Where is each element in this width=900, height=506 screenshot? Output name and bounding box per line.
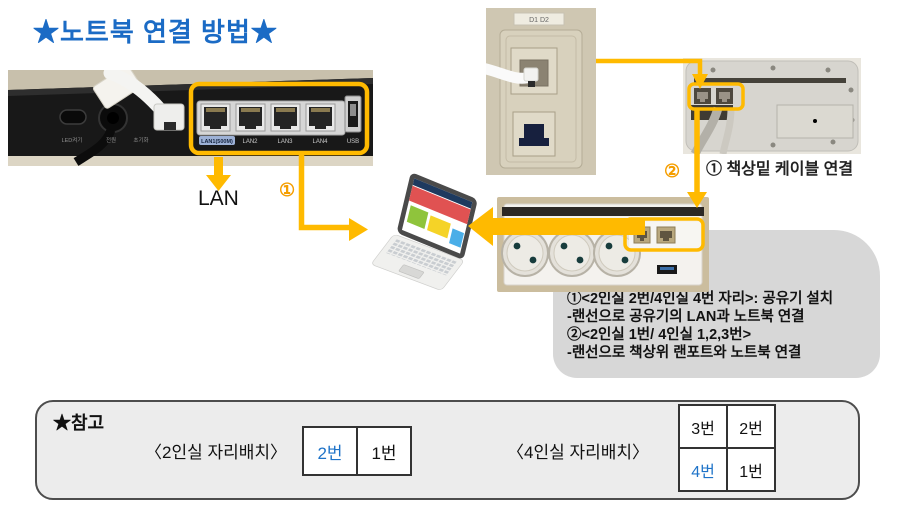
panel-ports-highlight-box bbox=[687, 82, 745, 111]
desk-panel-caption: ① 책상밑 케이블 연결 bbox=[706, 161, 854, 178]
router-ports-highlight-box bbox=[188, 81, 370, 156]
wall-lan-port-top bbox=[486, 47, 558, 95]
bubble-line-1: ①<2인실 2번/4인실 4번 자리>: 공유기 설치 bbox=[567, 291, 834, 307]
port-label-lan3: LAN3 bbox=[277, 139, 293, 145]
port-label-lan4: LAN4 bbox=[312, 139, 328, 145]
router-button bbox=[59, 109, 87, 125]
port-label-usb: USB bbox=[347, 139, 359, 145]
wall-outlet-photo: D1 D2 bbox=[486, 8, 596, 175]
panel-lan-ports bbox=[694, 88, 733, 104]
wall-white-cable bbox=[486, 63, 532, 84]
power-outlets bbox=[501, 229, 641, 277]
room2-label: 〈2인실 자리배치〉 bbox=[145, 443, 288, 462]
lan-port-2 bbox=[235, 103, 266, 132]
wall-lan-port-bottom bbox=[512, 111, 556, 157]
port-label-lan1: LAN1(500M) bbox=[201, 139, 233, 145]
room4-label: 〈4인실 자리배치〉 bbox=[507, 443, 650, 462]
under-desk-panel-graphic bbox=[683, 58, 861, 154]
room2-seat-1: 1번 bbox=[358, 428, 410, 474]
router-photo-graphic: LAN1(500M) LAN2 LAN3 LAN4 USB LED켜기 전원 초… bbox=[8, 70, 373, 166]
laptop-base bbox=[372, 234, 464, 290]
port-label-lan2: LAN2 bbox=[242, 139, 258, 145]
room4-seat-4: 4번 bbox=[680, 449, 726, 490]
marker-2: ② bbox=[664, 161, 681, 181]
bubble-line-3: ②<2인실 1번/ 4인실 1,2,3번> bbox=[567, 327, 752, 343]
page-title: ★노트북 연결 방법★ bbox=[33, 17, 278, 47]
laptop-screen bbox=[397, 173, 477, 259]
room4-seat-2: 2번 bbox=[728, 406, 774, 447]
desk-strip-photo bbox=[497, 197, 709, 292]
outlet-sticker-label: D1 D2 bbox=[529, 17, 549, 24]
router-photo: LAN1(500M) LAN2 LAN3 LAN4 USB LED켜기 전원 초… bbox=[8, 70, 373, 166]
marker-1: ① bbox=[279, 180, 296, 200]
router-label-power: 전원 bbox=[106, 136, 116, 144]
room4-seat-3: 3번 bbox=[680, 406, 726, 447]
lan-port-3 bbox=[270, 103, 301, 132]
under-desk-panel-photo bbox=[683, 58, 861, 154]
router-label-led: LED켜기 bbox=[62, 136, 83, 144]
room2-seat-2: 2번 bbox=[304, 428, 356, 474]
lan-label: LAN bbox=[198, 187, 239, 210]
reference-title: ★참고 bbox=[53, 413, 105, 433]
bubble-line-2: -랜선으로 공유기의 LAN과 노트북 연결 bbox=[567, 309, 805, 325]
wall-outlet-graphic: D1 D2 bbox=[486, 8, 596, 175]
laptop-graphic bbox=[372, 173, 477, 290]
desk-strip-graphic bbox=[497, 197, 709, 292]
strip-top-bar bbox=[502, 207, 704, 216]
white-cable bbox=[92, 70, 185, 131]
router-label-reset: 초기화 bbox=[133, 136, 148, 144]
usb-port: USB bbox=[344, 95, 362, 145]
lan-port-block: LAN1(500M) LAN2 LAN3 LAN4 bbox=[196, 100, 346, 145]
room2-seat-table: 2번 1번 bbox=[302, 426, 412, 476]
strip-lan-ports bbox=[629, 222, 701, 250]
lan-port-1 bbox=[200, 103, 231, 132]
reference-box: ★참고 〈2인실 자리배치〉 2번 1번 〈4인실 자리배치〉 3번 2번 4번… bbox=[35, 400, 860, 500]
laptop-illustration bbox=[356, 172, 511, 304]
room4-seat-1: 1번 bbox=[728, 449, 774, 490]
instruction-bubble: ①<2인실 2번/4인실 4번 자리>: 공유기 설치 -랜선으로 공유기의 L… bbox=[553, 230, 880, 378]
lan-port-4 bbox=[305, 103, 336, 132]
bubble-line-4: -랜선으로 책상위 랜포트와 노트북 연결 bbox=[567, 345, 802, 361]
room4-seat-table: 3번 2번 4번 1번 bbox=[678, 404, 776, 492]
strip-usb-port bbox=[657, 265, 677, 274]
